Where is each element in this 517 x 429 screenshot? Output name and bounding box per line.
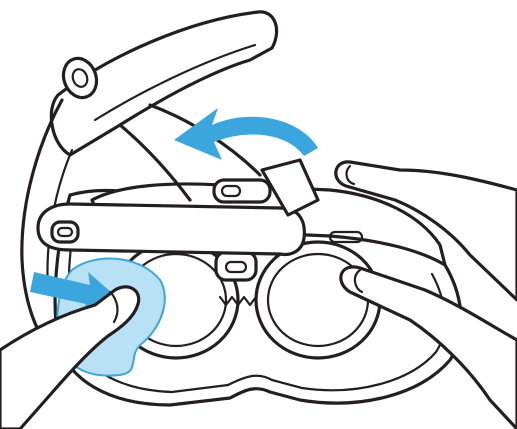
right-lens [256,242,380,358]
rotate-arrow-icon [174,108,318,160]
center-sensor [216,252,256,280]
front-strap-bar [38,204,304,254]
